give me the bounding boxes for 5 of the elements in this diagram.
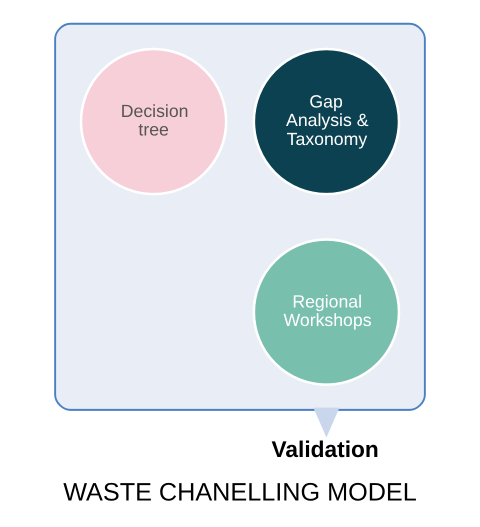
diagram-title: WASTE CHANELLING MODEL — [63, 478, 417, 507]
node-circle: Regional Workshops — [252, 238, 400, 386]
node-text: Validation — [272, 436, 379, 462]
node-circle: Decision tree — [80, 48, 228, 196]
node-circle: Gap Analysis & Taxonomy — [252, 48, 400, 196]
